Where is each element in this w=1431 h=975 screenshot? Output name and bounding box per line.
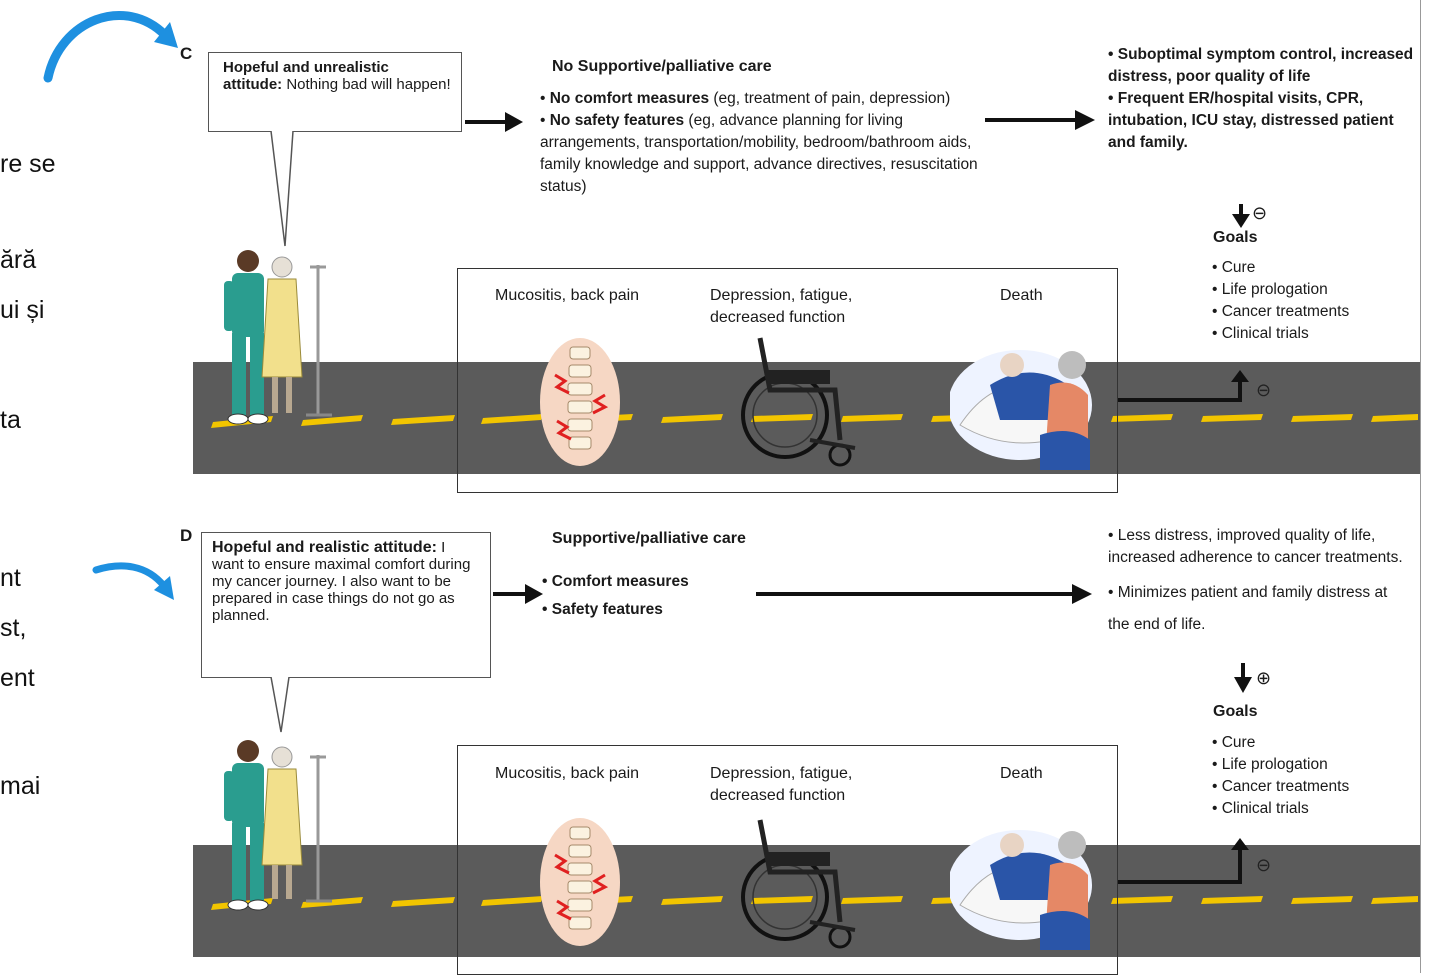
- wheelchair-icon: [741, 337, 856, 467]
- slide-text-fragment: ără: [0, 246, 37, 274]
- goal-item: Life prologation: [1212, 754, 1349, 776]
- arrow-right-icon: [465, 112, 523, 132]
- panel-d-outcomes: • Less distress, improved quality of lif…: [1108, 525, 1408, 641]
- panel-d-letter: D: [180, 526, 193, 545]
- spine-pain-icon: [540, 338, 620, 466]
- slide-edge: [1420, 0, 1431, 973]
- event-label-mucositis: Mucositis, back pain: [495, 287, 640, 304]
- deathbed-illustration: [950, 830, 1092, 950]
- slide-text-fragment: ta: [0, 406, 21, 434]
- panel-d-care-list: • Comfort measures • Safety features: [542, 568, 689, 624]
- exit-arrow-up-icon: [1118, 838, 1249, 884]
- outcome-item: • Suboptimal symptom control, increased …: [1108, 46, 1414, 85]
- care-item: • No safety features (eg, advance planni…: [540, 112, 978, 195]
- arrow-right-icon: [493, 584, 543, 604]
- minus-sign-icon: ⊖: [1256, 855, 1272, 875]
- panel-d-attitude-bubble: Hopeful and realistic attitude: I want t…: [201, 532, 491, 678]
- panel-d-care-heading: Supportive/palliative care: [552, 530, 746, 547]
- curved-arrow-icon: [43, 11, 178, 83]
- attitude-text: I want to ensure maximal comfort during …: [212, 539, 471, 624]
- slide-text-fragment: re se: [0, 150, 56, 178]
- outcome-item: • Minimizes patient and family distress …: [1108, 584, 1388, 633]
- patient-and-caregiver-illustration: [224, 250, 332, 425]
- goal-item: Cure: [1212, 732, 1349, 754]
- attitude-label: Hopeful and unrealistic attitude:: [223, 59, 389, 93]
- outcome-item: • Frequent ER/hospital visits, CPR, intu…: [1108, 90, 1394, 151]
- bubble-tail: [270, 131, 294, 247]
- panel-c-care-heading: No Supportive/palliative care: [552, 58, 772, 75]
- panel-c-outcomes: • Suboptimal symptom control, increased …: [1108, 44, 1418, 154]
- bubble-tail: [270, 677, 290, 733]
- goal-item: Cancer treatments: [1212, 301, 1350, 323]
- care-item: • Safety features: [542, 601, 663, 618]
- event-label-depression: Depression, fatigue, decreased function: [710, 765, 853, 804]
- arrow-down-icon: [1232, 204, 1250, 228]
- slide-text-fragment: ui și: [0, 296, 45, 324]
- spine-pain-icon: [540, 818, 620, 946]
- panel-c-goals-list: Cure Life prologation Cancer treatments …: [1212, 257, 1350, 345]
- goal-item: Life prologation: [1212, 279, 1349, 301]
- panel-c-letter: C: [180, 44, 193, 63]
- arrow-right-icon: [756, 584, 1092, 604]
- panel-d-goals-list: Cure Life prologation Cancer treatments …: [1212, 732, 1350, 820]
- plus-sign-icon: ⊕: [1256, 668, 1272, 688]
- event-label-mucositis: Mucositis, back pain: [495, 765, 640, 782]
- arrow-right-icon: [985, 110, 1095, 130]
- minus-sign-icon: ⊖: [1252, 203, 1268, 223]
- goal-item: Cancer treatments: [1212, 776, 1350, 798]
- slide-text-fragment: nt: [0, 564, 21, 592]
- patient-and-caregiver-illustration: [224, 740, 332, 911]
- slide-text-fragment: ent: [0, 664, 35, 692]
- slide-text-fragment: st,: [0, 614, 27, 642]
- attitude-text: Nothing bad will happen!: [282, 76, 451, 93]
- outcome-item: • Less distress, improved quality of lif…: [1108, 527, 1403, 566]
- goal-item: Clinical trials: [1212, 798, 1349, 820]
- wheelchair-icon: [741, 819, 856, 949]
- event-label-depression: Depression, fatigue, decreased function: [710, 287, 853, 326]
- panel-c-care-list: • No comfort measures (eg, treatment of …: [540, 88, 980, 198]
- care-item: • Comfort measures: [542, 573, 689, 590]
- exit-arrow-up-icon: [1118, 370, 1249, 402]
- panel-d-goals-title: Goals: [1213, 703, 1258, 720]
- panel-c-events-frame: [457, 268, 1118, 493]
- goal-item: Clinical trials: [1212, 323, 1349, 345]
- minus-sign-icon: ⊖: [1256, 380, 1272, 400]
- arrow-down-icon: [1234, 663, 1252, 693]
- event-label-death: Death: [1000, 765, 1043, 782]
- curved-arrow-icon: [92, 562, 174, 600]
- goal-item: Cure: [1212, 257, 1349, 279]
- attitude-label: Hopeful and realistic attitude:: [212, 539, 437, 556]
- care-item: • No comfort measures (eg, treatment of …: [540, 90, 951, 107]
- event-label-death: Death: [1000, 287, 1043, 304]
- deathbed-illustration: [950, 350, 1092, 470]
- panel-c-goals-title: Goals: [1213, 229, 1258, 246]
- slide-text-fragment: mai: [0, 772, 41, 800]
- panel-c-attitude-bubble: Hopeful and unrealistic attitude: Nothin…: [208, 52, 462, 132]
